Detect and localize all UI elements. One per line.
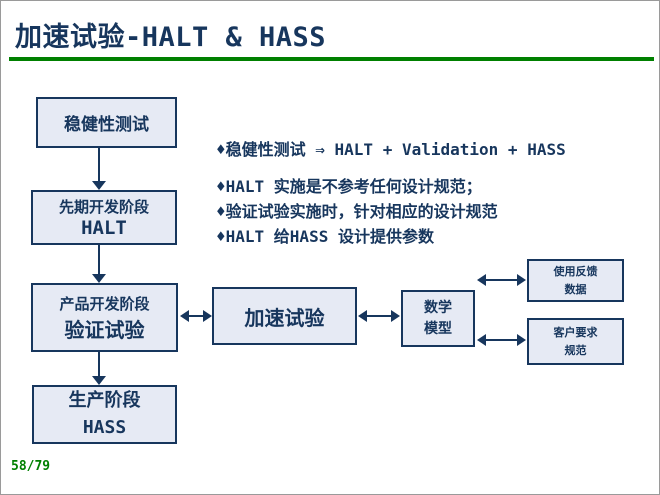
flow-box-label: 生产阶段 — [68, 390, 141, 412]
bullet-list: ♦稳健性测试 ⇒ HALT + Validation + HASS ♦HALT … — [216, 137, 659, 249]
bullet-item: ♦验证试验实施时，针对相应的设计规范 — [216, 202, 498, 221]
double-arrow-math-customer — [477, 334, 526, 346]
flow-box-production-hass: 生产阶段 HASS — [32, 385, 177, 444]
flow-box-usage-feedback-data: 使用反馈 数据 — [527, 259, 624, 302]
flow-box-label: HALT — [81, 217, 127, 239]
bullet-item: ♦稳健性测试 ⇒ HALT + Validation + HASS — [216, 140, 566, 159]
flow-box-early-dev-halt: 先期开发阶段 HALT — [31, 190, 177, 245]
flow-box-label: 产品开发阶段 — [59, 294, 150, 313]
flow-box-customer-requirement-spec: 客户要求 规范 — [527, 318, 624, 365]
page-number: 58/79 — [11, 459, 51, 474]
flow-box-label: 数据 — [564, 282, 587, 296]
flow-box-label: 模型 — [424, 320, 452, 337]
bullet-item: ♦HALT 实施是不参考任何设计规范； — [216, 177, 482, 196]
bullet-item: ♦HALT 给HASS 设计提供参数 — [216, 227, 434, 246]
arrow-down-2 — [92, 245, 106, 283]
flow-box-label: 稳健性测试 — [64, 115, 149, 135]
flow-box-math-model: 数学 模型 — [401, 290, 475, 347]
flow-box-product-dev-validation: 产品开发阶段 验证试验 — [31, 283, 178, 352]
flow-box-label: 加速试验 — [244, 305, 325, 330]
flow-box-label: 规范 — [564, 343, 587, 357]
slide-title: 加速试验-HALT & HASS — [15, 22, 327, 53]
flow-box-label: 先期开发阶段 — [58, 198, 149, 216]
arrow-down-3 — [92, 352, 106, 385]
flow-box-accelerated-test: 加速试验 — [212, 287, 357, 345]
flow-box-robustness-test: 稳健性测试 — [36, 97, 177, 148]
double-arrow-math-feedback — [477, 274, 526, 286]
title-divider — [9, 57, 654, 61]
double-arrow-accel-math — [358, 310, 400, 322]
flow-box-label: 客户要求 — [553, 325, 598, 339]
flow-box-label: 验证试验 — [64, 317, 145, 342]
double-arrow-validation-accel — [180, 310, 212, 322]
arrow-down-1 — [92, 148, 106, 190]
flow-box-label: HASS — [82, 416, 127, 438]
flow-box-label: 使用反馈 — [553, 264, 598, 278]
flow-box-label: 数学 — [424, 300, 452, 317]
